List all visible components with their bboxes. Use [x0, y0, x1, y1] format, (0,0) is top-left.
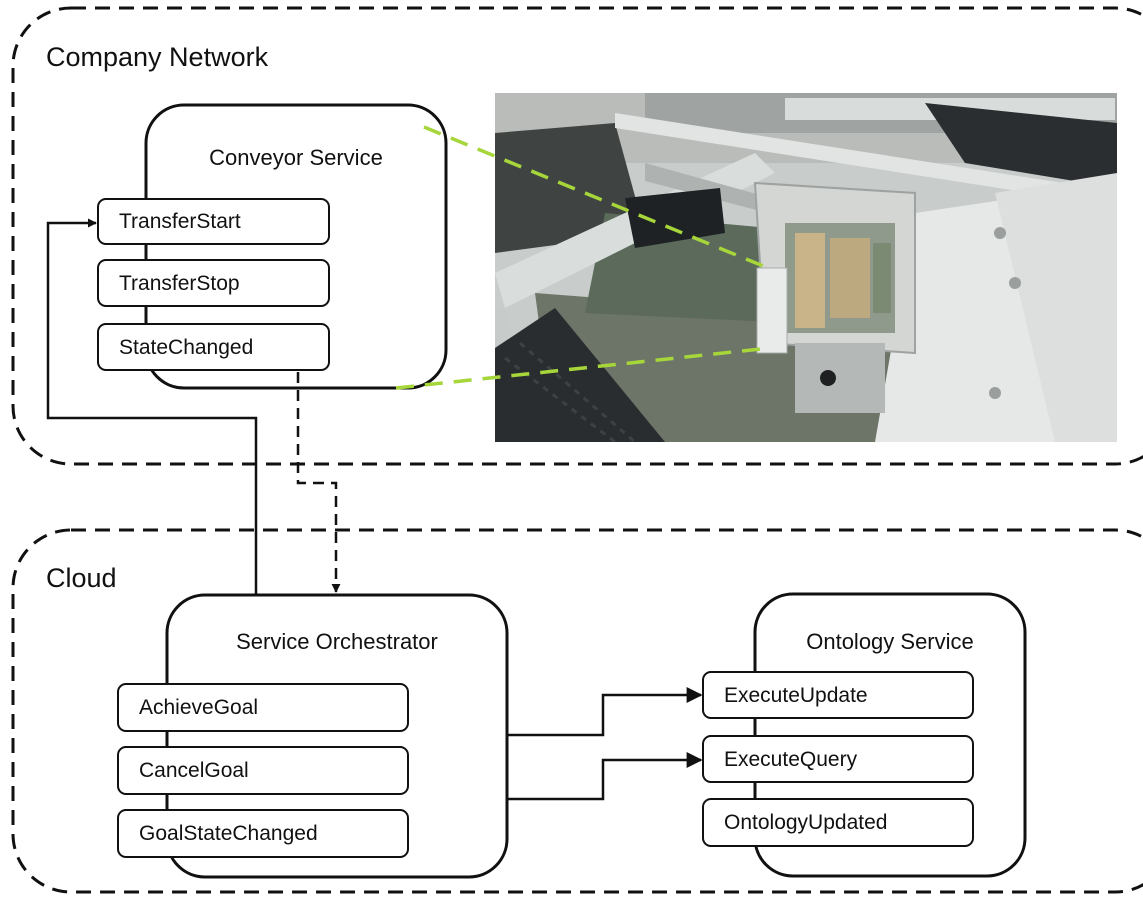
callout-line-top: [423, 125, 769, 270]
operation-statechanged[interactable]: StateChanged: [97, 323, 330, 371]
service-orchestrator-title: Service Orchestrator: [236, 629, 438, 654]
conveyor-service-title: Conveyor Service: [209, 145, 383, 170]
company-network-label: Company Network: [46, 42, 269, 72]
operation-transferstart[interactable]: TransferStart: [97, 198, 330, 245]
operation-goalstatechanged[interactable]: GoalStateChanged: [117, 809, 409, 858]
cloud-zone: [11, 528, 1143, 894]
cloud-label: Cloud: [46, 563, 117, 593]
orchestrator-to-transferstart-connector: [46, 218, 258, 595]
conveyor-service-box: [144, 103, 448, 390]
callout-line-bottom: [395, 346, 771, 390]
operation-ontologyupdated[interactable]: OntologyUpdated: [702, 798, 974, 847]
orchestrator-to-executeupdate-connector: [508, 687, 703, 737]
operation-cancelgoal[interactable]: CancelGoal: [117, 746, 409, 795]
statechanged-to-orchestrator-connector: [296, 372, 341, 593]
service-orchestrator-box: [165, 593, 509, 879]
operation-transferstop[interactable]: TransferStop: [97, 259, 330, 307]
operation-executeupdate[interactable]: ExecuteUpdate: [702, 671, 974, 719]
orchestrator-to-executequery-connector: [508, 752, 703, 801]
conveyor-hardware-photo: [495, 93, 1117, 442]
operation-achievegoal[interactable]: AchieveGoal: [117, 683, 409, 732]
company-network-zone: [11, 6, 1143, 466]
ontology-service-title: Ontology Service: [806, 629, 974, 654]
operation-executequery[interactable]: ExecuteQuery: [702, 735, 974, 783]
conveyor-photo-illustration: [495, 93, 1117, 442]
